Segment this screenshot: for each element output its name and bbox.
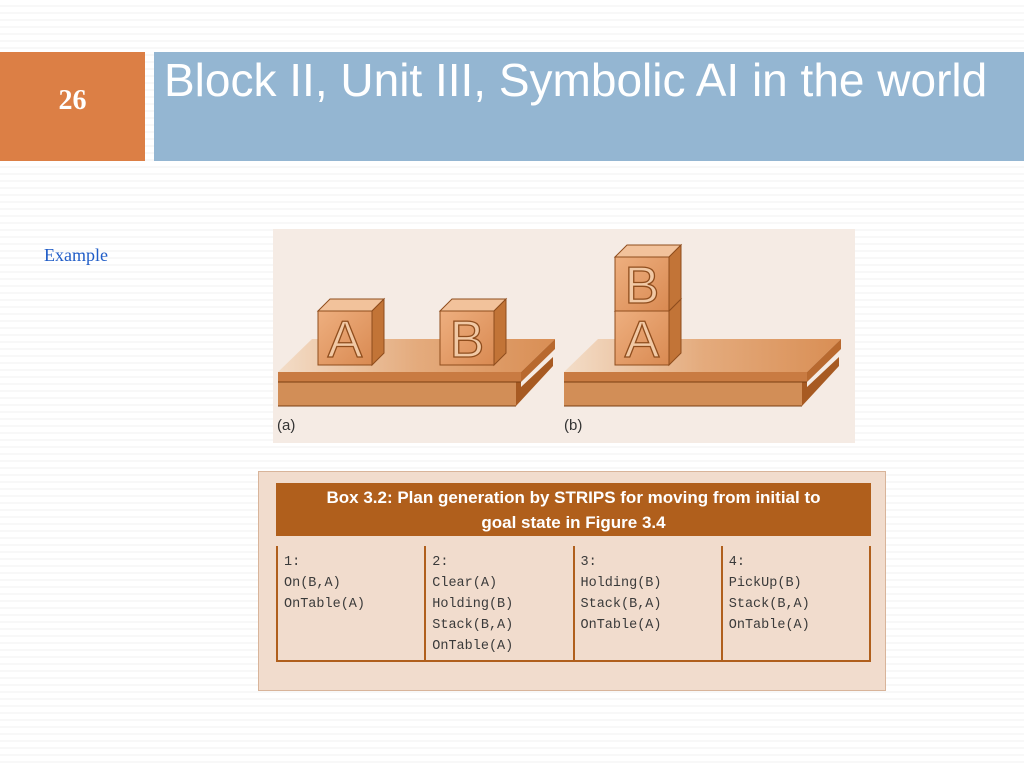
box-title-line-1: Box 3.2: Plan generation by STRIPS for m… bbox=[326, 487, 821, 507]
step-column-2: 2: Clear(A) Holding(B) Stack(B,A) OnTabl… bbox=[426, 546, 575, 660]
block-b-letter: B bbox=[450, 311, 485, 369]
example-label: Example bbox=[44, 245, 108, 265]
step-label: 3: bbox=[580, 555, 597, 570]
strips-plan-box: Box 3.2: Plan generation by STRIPS for m… bbox=[258, 471, 886, 691]
steps-table: 1: On(B,A) OnTable(A) 2: Clear(A) Holdin… bbox=[276, 546, 871, 662]
box-title: Box 3.2: Plan generation by STRIPS for m… bbox=[276, 483, 871, 536]
step-label: 1: bbox=[284, 555, 301, 570]
box-title-line-2: goal state in Figure 3.4 bbox=[481, 512, 666, 532]
step-line: OnTable(A) bbox=[432, 639, 514, 654]
table-b bbox=[564, 339, 841, 407]
step-line: OnTable(A) bbox=[284, 597, 366, 612]
step-line: Stack(B,A) bbox=[580, 597, 662, 612]
step-line: OnTable(A) bbox=[580, 618, 662, 633]
panel-b-label: (b) bbox=[564, 417, 582, 434]
step-line: Stack(B,A) bbox=[728, 597, 810, 612]
step-line: On(B,A) bbox=[284, 576, 341, 591]
step-label: 4: bbox=[728, 555, 745, 570]
step-line: Holding(B) bbox=[432, 597, 514, 612]
step-label: 2: bbox=[432, 555, 449, 570]
title-box: Block II, Unit III, Symbolic AI in the w… bbox=[154, 52, 1024, 161]
block-b-panel-a: B bbox=[438, 297, 508, 370]
step-column-1: 1: On(B,A) OnTable(A) bbox=[276, 546, 427, 660]
step-column-4: 4: PickUp(B) Stack(B,A) OnTable(A) bbox=[723, 546, 871, 660]
block-a-panel-a: A bbox=[316, 297, 386, 370]
step-line: Clear(A) bbox=[432, 576, 498, 591]
slide-number-box bbox=[0, 52, 145, 161]
step-line: OnTable(A) bbox=[728, 618, 810, 633]
slide-number: 26 bbox=[58, 85, 87, 116]
block-a-letter-stacked: A bbox=[625, 311, 660, 369]
blocks-world-figure: A B A B (a) (b) bbox=[273, 229, 855, 443]
step-column-3: 3: Holding(B) Stack(B,A) OnTable(A) bbox=[575, 546, 723, 660]
block-b-letter-stacked: B bbox=[625, 257, 660, 315]
step-line: Holding(B) bbox=[580, 576, 662, 591]
panel-a-label: (a) bbox=[277, 417, 295, 434]
slide-title: Block II, Unit III, Symbolic AI in the w… bbox=[164, 54, 988, 106]
step-line: Stack(B,A) bbox=[432, 618, 514, 633]
block-b-panel-b: B bbox=[613, 243, 683, 316]
block-a-letter: A bbox=[328, 311, 363, 369]
step-line: PickUp(B) bbox=[728, 576, 802, 591]
